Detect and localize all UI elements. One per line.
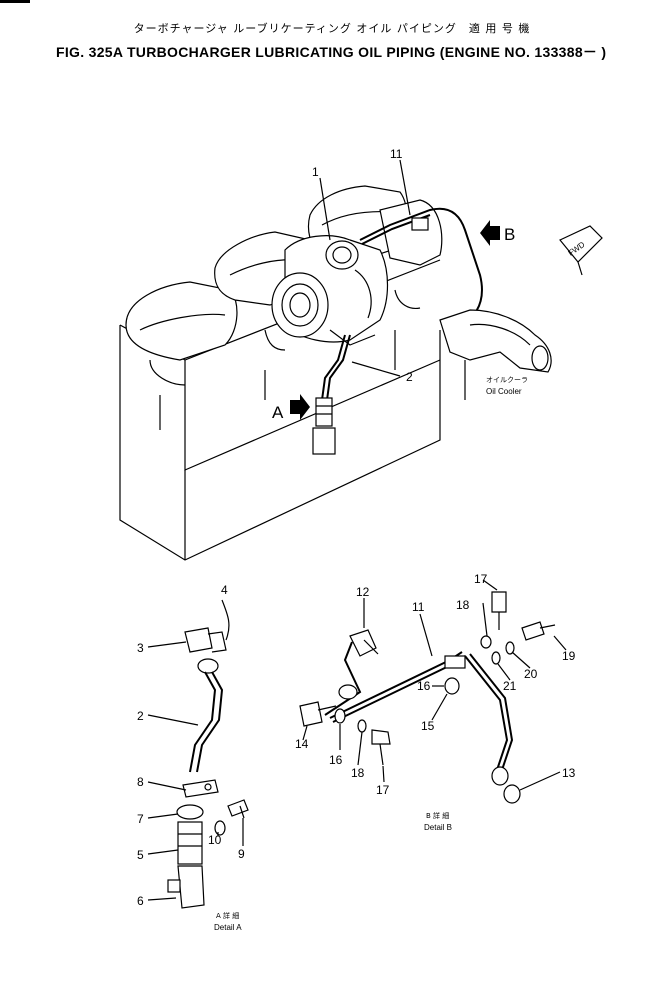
callout-b-20: 20 [524,667,538,681]
arrow-a-icon [290,394,310,420]
view-a-label: A [272,403,284,422]
callout-b-21: 21 [503,679,517,693]
detail-b-parts [299,591,556,804]
callout-a-8: 8 [137,775,144,789]
callout-b-13: 13 [562,766,576,780]
callout-b-12: 12 [356,585,370,599]
callout-b-18a: 18 [456,598,470,612]
callout-a-5: 5 [137,848,144,862]
detail-a-jp: A 詳 細 [216,911,239,920]
turbocharger [271,235,389,346]
callout-main-1: 1 [312,165,319,179]
arrow-b-icon [480,220,500,246]
pipe-11-main [359,207,483,319]
callout-b-15: 15 [421,719,435,733]
corner-mark [0,0,30,3]
oil-cooler-en: Oil Cooler [486,387,522,396]
callout-a-9: 9 [238,847,245,861]
callout-main-2: 2 [406,370,413,384]
callout-b-17a: 17 [474,572,488,586]
pipe-2-main [312,334,351,455]
detail-b-jp: B 詳 細 [426,811,449,820]
detail-a-en: Detail A [214,923,242,932]
callout-a-10: 10 [208,833,222,847]
callout-a-6: 6 [137,894,144,908]
callout-b-17b: 17 [376,783,390,797]
oil-cooler-jp: オイルクーラ [486,376,528,384]
callout-b-16b: 16 [329,753,343,767]
detail-b-en: Detail B [424,823,452,832]
title-japanese: ターボチャージャ ルーブリケーティング オイル パイピング 適 用 号 機 [133,22,531,35]
view-b-label: B [504,225,515,244]
callout-main-11: 11 [390,147,403,161]
callout-a-2: 2 [137,709,144,723]
callout-b-14: 14 [295,737,309,751]
callout-b-16a: 16 [417,679,431,693]
detail-a-parts [167,599,249,909]
fwd-marker-icon [559,225,603,276]
callout-b-11: 11 [412,600,425,614]
callout-a-3: 3 [137,641,144,655]
callout-b-18b: 18 [351,766,365,780]
callout-b-19: 19 [562,649,576,663]
callout-a-4: 4 [221,583,228,597]
oil-cooler [439,309,552,400]
engine-block [119,185,443,561]
title-english: FIG. 325A TURBOCHARGER LUBRICATING OIL P… [56,44,607,60]
callout-a-7: 7 [137,812,144,826]
